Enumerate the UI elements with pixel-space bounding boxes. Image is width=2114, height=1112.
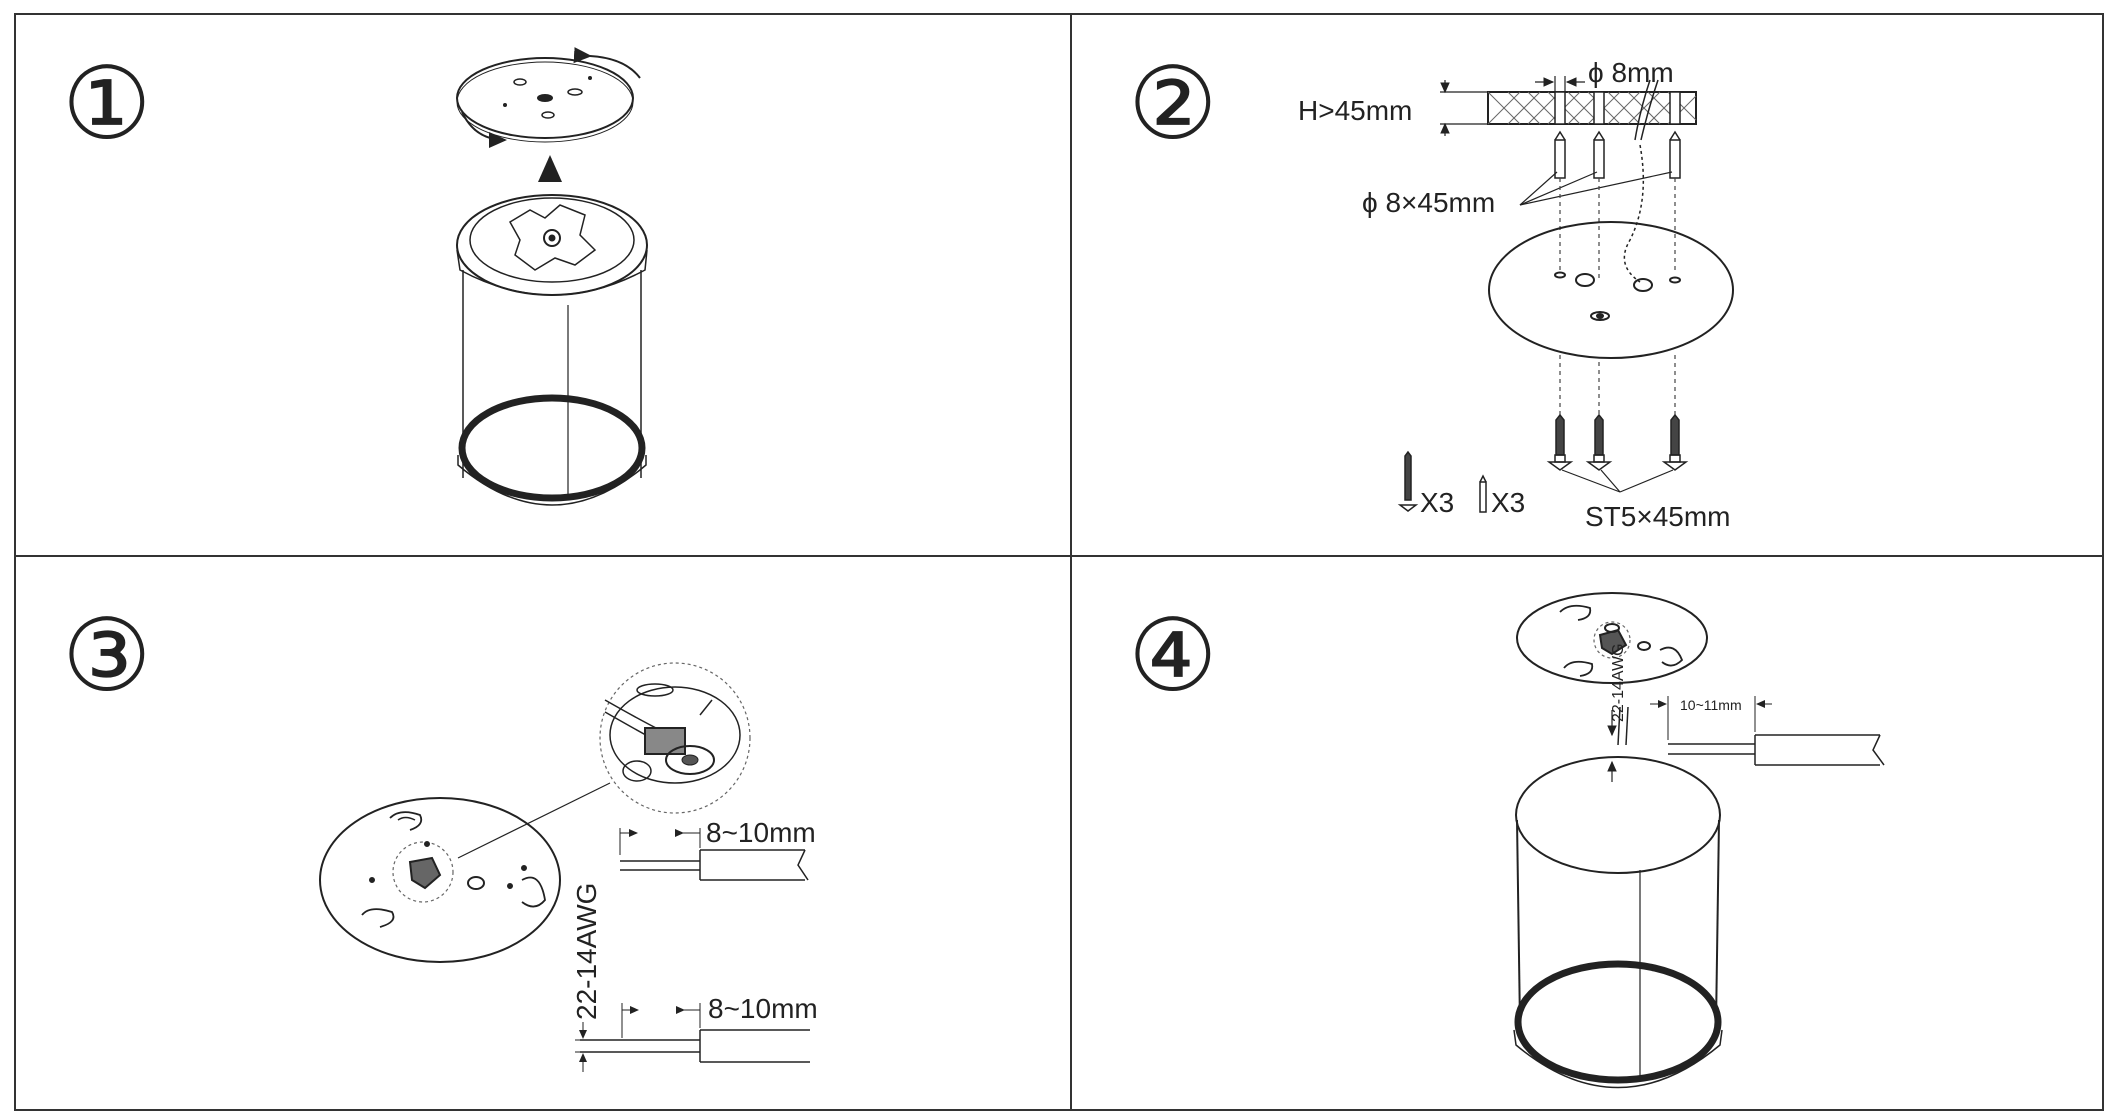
step-1-number: ① <box>62 48 152 160</box>
base-plate <box>1488 221 1734 359</box>
wire-strip-lower <box>575 1003 810 1072</box>
wall-anchors <box>1554 130 1681 179</box>
screw-size-label: ST5×45mm <box>1585 501 1731 532</box>
hole-diameter-label: ϕ 8mm <box>1588 57 1674 88</box>
rotate-arrows <box>461 47 641 148</box>
parts-anchor-icon <box>1479 474 1487 513</box>
parts-anchor-count: X3 <box>1491 487 1525 518</box>
anchor-leader-lines <box>1519 171 1673 206</box>
strip-length-upper-label: 8~10mm <box>706 817 816 848</box>
panel-step-2: ② <box>1128 48 1734 532</box>
panel-step-4: ④ 10~11mm <box>1128 592 1885 1089</box>
step-2-number: ② <box>1128 48 1218 160</box>
base-plate-wiring <box>319 797 561 963</box>
parts-screw-icon <box>1397 450 1419 512</box>
strip-length-label: 10~11mm <box>1680 697 1742 713</box>
ceiling-section <box>1487 91 1697 125</box>
detail-leader-line <box>457 782 611 859</box>
supply-wire <box>1623 79 1659 283</box>
step-3-number: ③ <box>62 600 152 712</box>
panel-grid <box>14 13 2104 1111</box>
parts-screw-count: X3 <box>1420 487 1454 518</box>
lamp-body-install <box>1513 756 1723 1089</box>
panel-step-1: ① <box>62 47 648 506</box>
anchor-size-label: ϕ 8×45mm <box>1362 187 1495 218</box>
base-plate-top <box>1516 592 1708 684</box>
wire-gauge-label: 22-14AWG <box>571 883 602 1020</box>
panel-step-3: ③ <box>62 600 818 1072</box>
strip-length-lower-label: 8~10mm <box>708 993 818 1024</box>
ceiling-thickness-label: H>45mm <box>1298 95 1412 126</box>
wire-gauge-label-small: 22-14AWG <box>1610 643 1627 722</box>
lamp-body <box>456 194 648 506</box>
terminal-detail-view <box>599 662 751 814</box>
alignment-guides <box>1559 178 1676 415</box>
screw-leader-lines <box>1561 469 1674 493</box>
mounting-plate <box>456 57 634 143</box>
hole-diameter-dimension <box>1535 76 1585 92</box>
wire-strip-upper <box>619 828 809 881</box>
mounting-screws <box>1546 413 1689 471</box>
supply-wire-strip <box>1607 696 1885 782</box>
step-4-number: ④ <box>1128 600 1218 712</box>
ceiling-thickness-dimension <box>1440 80 1488 136</box>
